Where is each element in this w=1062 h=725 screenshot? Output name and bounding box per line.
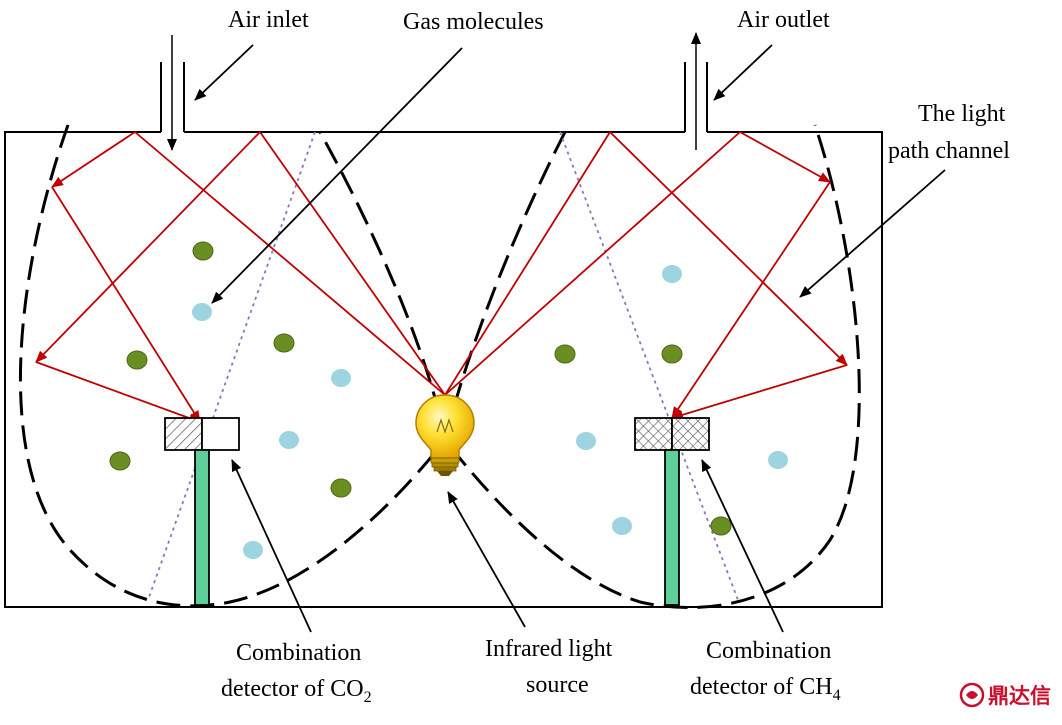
- ray-segment: [35, 131, 261, 363]
- molecule-green: [661, 344, 683, 364]
- ray-segment: [35, 361, 201, 423]
- source-label-line1: Infrared light: [485, 636, 613, 662]
- gas-molecules-pointer: [211, 47, 463, 304]
- left-beam-boundary: [147, 131, 316, 601]
- source-label-line2: source: [526, 672, 589, 698]
- gas-molecules: [109, 241, 788, 559]
- co2-detector-head-right: [201, 417, 240, 451]
- air-outlet-tube: [684, 32, 708, 150]
- lightbulb-icon: [415, 394, 475, 476]
- watermark-logo-icon: [959, 682, 985, 708]
- source-pointer: [447, 491, 526, 628]
- molecule-blue: [662, 265, 682, 283]
- light-path-pointer: [799, 169, 946, 298]
- light-path-label-line2: path channel: [888, 138, 1010, 164]
- ch4-detector-pointer: [701, 459, 784, 633]
- ray-segment: [671, 181, 831, 419]
- air-inlet-tube: [160, 35, 185, 151]
- ray-segment: [259, 131, 446, 396]
- ch4-detector-head-left: [634, 417, 673, 451]
- molecule-blue: [612, 517, 632, 535]
- air-inlet-label: Air inlet: [228, 7, 309, 33]
- air-inlet-pointer: [194, 44, 254, 101]
- label-pointers: [194, 44, 946, 633]
- air-outlet-pointer: [713, 44, 773, 101]
- molecule-green: [109, 451, 131, 471]
- molecule-green: [554, 344, 576, 364]
- co2-detector-head-left: [164, 417, 203, 451]
- ray-segment: [444, 131, 611, 396]
- molecule-blue: [576, 432, 596, 450]
- ray-segment: [134, 131, 446, 396]
- ray-segment: [671, 364, 848, 420]
- co2-detector-pointer: [231, 459, 312, 633]
- molecule-blue: [768, 451, 788, 469]
- light-path-label-line1: The light: [918, 101, 1006, 127]
- right-light-channel: [443, 124, 861, 609]
- ray-segment: [51, 186, 201, 423]
- molecule-blue: [192, 303, 212, 321]
- molecule-green: [192, 241, 214, 261]
- ch4-detector: [634, 417, 710, 606]
- left-light-rays: [35, 131, 446, 423]
- watermark-text: 鼎达信: [988, 684, 1051, 708]
- left-light-channel: [18, 124, 447, 608]
- ray-segment: [444, 131, 741, 396]
- co2-detector: [164, 417, 240, 606]
- ch4-detector-stem: [664, 449, 680, 606]
- molecule-green: [710, 516, 732, 536]
- co2-detector-stem: [194, 449, 210, 606]
- molecule-blue: [243, 541, 263, 559]
- molecule-green: [273, 333, 295, 353]
- molecule-green: [330, 478, 352, 498]
- ch4-detector-head-right: [671, 417, 710, 451]
- ray-segment: [739, 131, 831, 183]
- watermark: 鼎达信: [959, 682, 1051, 708]
- ch4-detector-label-line1: Combination: [706, 638, 831, 664]
- molecule-blue: [279, 431, 299, 449]
- molecule-blue: [331, 369, 351, 387]
- co2-detector-label-line2: detector of CO2: [221, 676, 372, 706]
- gas-molecules-label: Gas molecules: [403, 9, 544, 35]
- ch4-detector-label-line2: detector of CH4: [690, 674, 841, 704]
- air-outlet-label: Air outlet: [737, 7, 830, 33]
- right-light-rays: [444, 131, 848, 420]
- ray-segment: [51, 131, 136, 188]
- right-beam-boundary: [559, 131, 739, 601]
- chamber-outline: [4, 131, 883, 608]
- co2-detector-label-line1: Combination: [236, 640, 361, 666]
- ray-segment: [609, 131, 848, 366]
- molecule-green: [126, 350, 148, 370]
